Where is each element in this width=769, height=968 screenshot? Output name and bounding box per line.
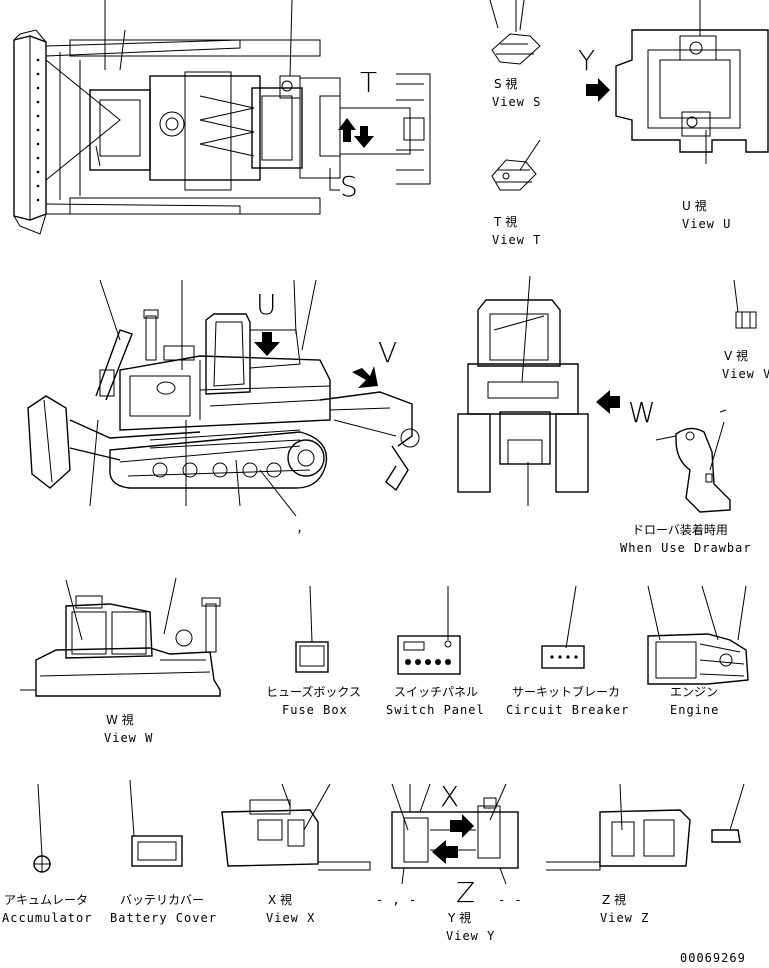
view-z-label: View Z (600, 911, 649, 925)
view-y-jp-label: Y 視 (447, 910, 471, 925)
view-s-jp-label: S 視 (494, 76, 517, 91)
label-letter-w: W (628, 396, 656, 429)
label-letter-u: U (256, 288, 277, 321)
switch-panel-drawing (397, 586, 461, 675)
label-letter-s: S (340, 170, 358, 203)
track-rollers (152, 462, 282, 478)
view-u-label: View U (682, 217, 731, 231)
fuse-box-label: Fuse Box (282, 703, 348, 717)
view-t-drawing (491, 139, 541, 191)
view-u-drawing (615, 0, 769, 164)
accumulator-label: Accumulator (2, 911, 92, 925)
view-s-drawing (489, 0, 541, 65)
view-w-label: View W (104, 731, 153, 745)
view-v-drawing (733, 279, 757, 329)
accumulator-jp-label: アキュムレータ (4, 893, 88, 907)
circuit-breaker-label: Circuit Breaker (506, 703, 629, 717)
view-v-label: View V (722, 367, 769, 381)
top-plan-view-drawing (13, 0, 431, 235)
side-view-drawing (27, 279, 420, 517)
drawbar-jp-label: ドローバ装着時用 (632, 522, 728, 537)
label-letter-t: T (360, 66, 377, 99)
view-t-label: View T (492, 233, 541, 247)
drawbar-drawing (655, 409, 731, 513)
switch-panel-label: Switch Panel (386, 703, 485, 717)
view-z-arrow (432, 840, 458, 864)
circuit-breaker-drawing (541, 585, 585, 669)
label-letter-v: V (378, 336, 397, 369)
view-s-label: View S (492, 95, 541, 109)
blade-bolt-row (36, 58, 40, 202)
view-x-jp-label: X 視 (268, 892, 292, 907)
view-x-label: View X (266, 911, 315, 925)
view-w-arrow (596, 390, 620, 414)
decal-drawing (711, 783, 745, 843)
label-letter-z: Z (456, 876, 475, 909)
view-y-label: View Y (446, 929, 495, 943)
view-v-jp-label: V 視 (724, 348, 748, 363)
view-y-drawing (391, 783, 519, 885)
fuse-box-drawing (295, 585, 329, 673)
mark-dash-comma: - , - (376, 893, 417, 907)
view-w-drawing (20, 577, 221, 697)
label-letter-y: Y (578, 44, 595, 77)
view-z-drawing (546, 783, 691, 871)
view-u-arrow (586, 78, 610, 102)
view-x-arrow (450, 814, 474, 838)
drawing-number: 00069269 (680, 951, 746, 965)
view-u-jp-label: U 視 (682, 198, 707, 213)
switch-panel-jp-label: スイッチパネル (394, 685, 478, 699)
view-w-jp-label: W 視 (106, 712, 134, 727)
engine-jp-label: エンジン (670, 685, 718, 699)
mark-comma-side: , (296, 521, 304, 535)
mark-dash-dash: - - (498, 893, 523, 907)
circuit-breaker-jp-label: サーキットブレーカ (512, 684, 620, 699)
accumulator-drawing (33, 783, 51, 873)
view-x-drawing (221, 783, 371, 871)
battery-cover-jp-label: バッテリカバー (120, 893, 204, 907)
view-u-down-arrow (254, 332, 280, 356)
view-v-arrow (352, 366, 378, 388)
view-z-jp-label: Z 視 (602, 892, 626, 907)
rear-view-drawing (457, 275, 620, 506)
engine-label: Engine (670, 703, 719, 717)
label-letter-x: X (440, 780, 459, 813)
battery-cover-label: Battery Cover (110, 911, 217, 925)
view-t-jp-label: T 視 (493, 214, 517, 229)
engine-drawing (647, 585, 749, 685)
fuse-box-jp-label: ヒューズボックス (266, 684, 361, 699)
battery-cover-drawing (129, 779, 183, 867)
drawbar-label: When Use Drawbar (620, 541, 752, 555)
